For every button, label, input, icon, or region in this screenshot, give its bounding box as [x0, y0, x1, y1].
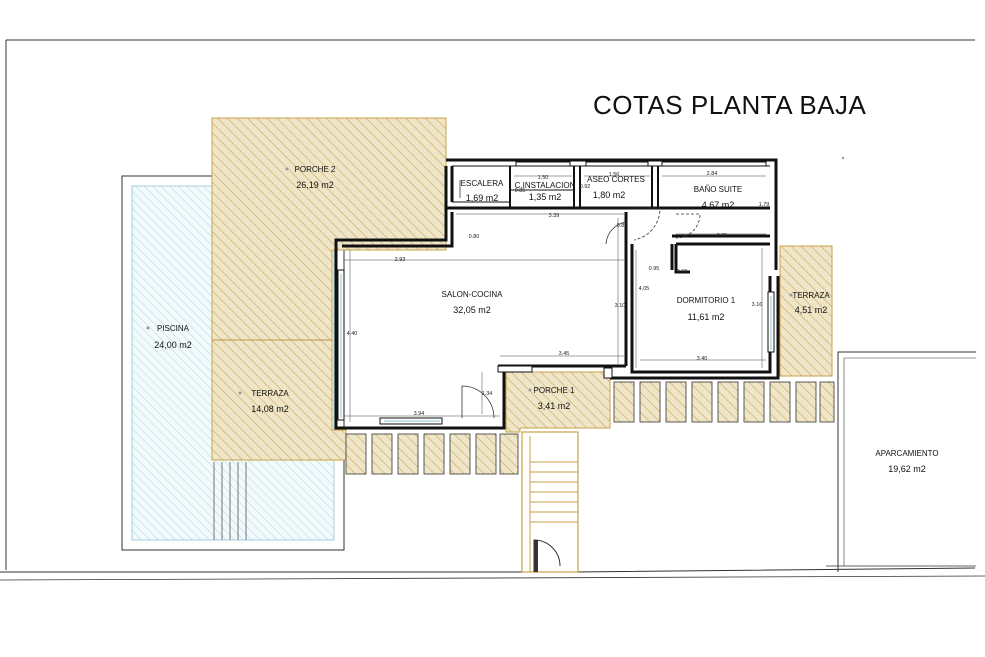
room-area-instalacion: 1,35 m2	[529, 192, 562, 202]
dimension-labels: 1.50 1.56 2.84 0.85 0.92 3.39 0.80 0.85 …	[347, 171, 770, 417]
pavers-right	[613, 381, 835, 423]
room-area-piscina: 24,00 m2	[154, 340, 192, 350]
room-name-porche-1: PORCHE 1	[534, 386, 575, 395]
room-name-aparcamiento: APARCAMIENTO	[875, 449, 938, 458]
dim-label: 0.92	[580, 184, 591, 190]
label-markers	[146, 156, 845, 395]
dim-label: 3.94	[414, 411, 425, 417]
room-name-dormitorio-1: DORMITORIO 1	[677, 296, 736, 305]
dimension-lines	[344, 175, 766, 422]
dim-label: 1.50	[538, 175, 549, 181]
plan-title: COTAS PLANTA BAJA	[593, 90, 867, 120]
room-name-salon-cocina: SALON-COCINA	[442, 290, 504, 299]
dim-label: 4.05	[639, 286, 650, 292]
dim-label: 0.60	[677, 269, 688, 275]
walls	[334, 158, 780, 430]
room-area-porche-2: 26,19 m2	[296, 180, 334, 190]
parking-outline	[837, 351, 976, 572]
site-boundary-bottom-2	[0, 575, 985, 581]
room-area-bano-suite: 4,67 m2	[702, 200, 735, 210]
room-name-bano-suite: BAÑO SUITE	[694, 185, 742, 194]
dim-label: 1.34	[482, 391, 493, 397]
room-area-terraza-right: 4,51 m2	[795, 305, 828, 315]
room-area-porche-1: 3,41 m2	[538, 401, 571, 411]
dim-label: 1.79	[759, 202, 770, 208]
dim-label: 3.40	[697, 356, 708, 362]
room-name-terraza-left: TERRAZA	[251, 389, 289, 398]
room-name-instalacion: C.INSTALACION	[515, 181, 576, 190]
pavers-left	[345, 433, 519, 475]
room-area-terraza-left: 14,08 m2	[251, 404, 289, 414]
room-name-aseo: ASEO CORTES	[587, 175, 645, 184]
room-name-porche-2: PORCHE 2	[295, 165, 336, 174]
room-name-escalera: ESCALERA	[461, 179, 504, 188]
room-area-escalera: 1,69 m2	[466, 193, 499, 203]
porche-2-area	[211, 117, 447, 341]
dim-label: 0.95	[649, 266, 660, 272]
window-glass	[340, 274, 772, 422]
dim-label: 0.80	[469, 234, 480, 240]
gate-post	[534, 540, 538, 572]
dim-label: 2.93	[395, 257, 406, 263]
dim-label: 4.40	[347, 331, 358, 337]
dim-label: 2.84	[707, 171, 718, 177]
terraza-left-area	[211, 339, 347, 461]
site-boundary-bottom	[0, 567, 976, 573]
pool-steps	[213, 462, 247, 540]
dim-label: 0.85	[515, 188, 526, 194]
door-swings	[459, 180, 701, 419]
dim-label: 3.10	[615, 303, 626, 309]
terraza-right-area	[779, 245, 833, 377]
dim-label: 1.56	[609, 172, 620, 178]
stair-steps	[529, 436, 579, 572]
room-area-aparcamiento: 19,62 m2	[888, 464, 926, 474]
room-name-piscina: PISCINA	[157, 324, 190, 333]
dim-label: 3.39	[549, 213, 560, 219]
room-area-dormitorio-1: 11,61 m2	[688, 312, 725, 322]
room-area-salon-cocina: 32,05 m2	[453, 305, 491, 315]
room-labels: PORCHE 2 26,19 m2 ESCALERA 1,69 m2 C.INS…	[154, 165, 938, 474]
room-area-aseo: 1,80 m2	[593, 190, 626, 200]
dim-label: 2.35	[717, 233, 728, 239]
dim-label: 0.85	[617, 223, 628, 229]
dim-label: 3.16	[752, 302, 763, 308]
room-name-terraza-right: TERRAZA	[792, 291, 830, 300]
dim-label: 3.45	[559, 351, 570, 357]
